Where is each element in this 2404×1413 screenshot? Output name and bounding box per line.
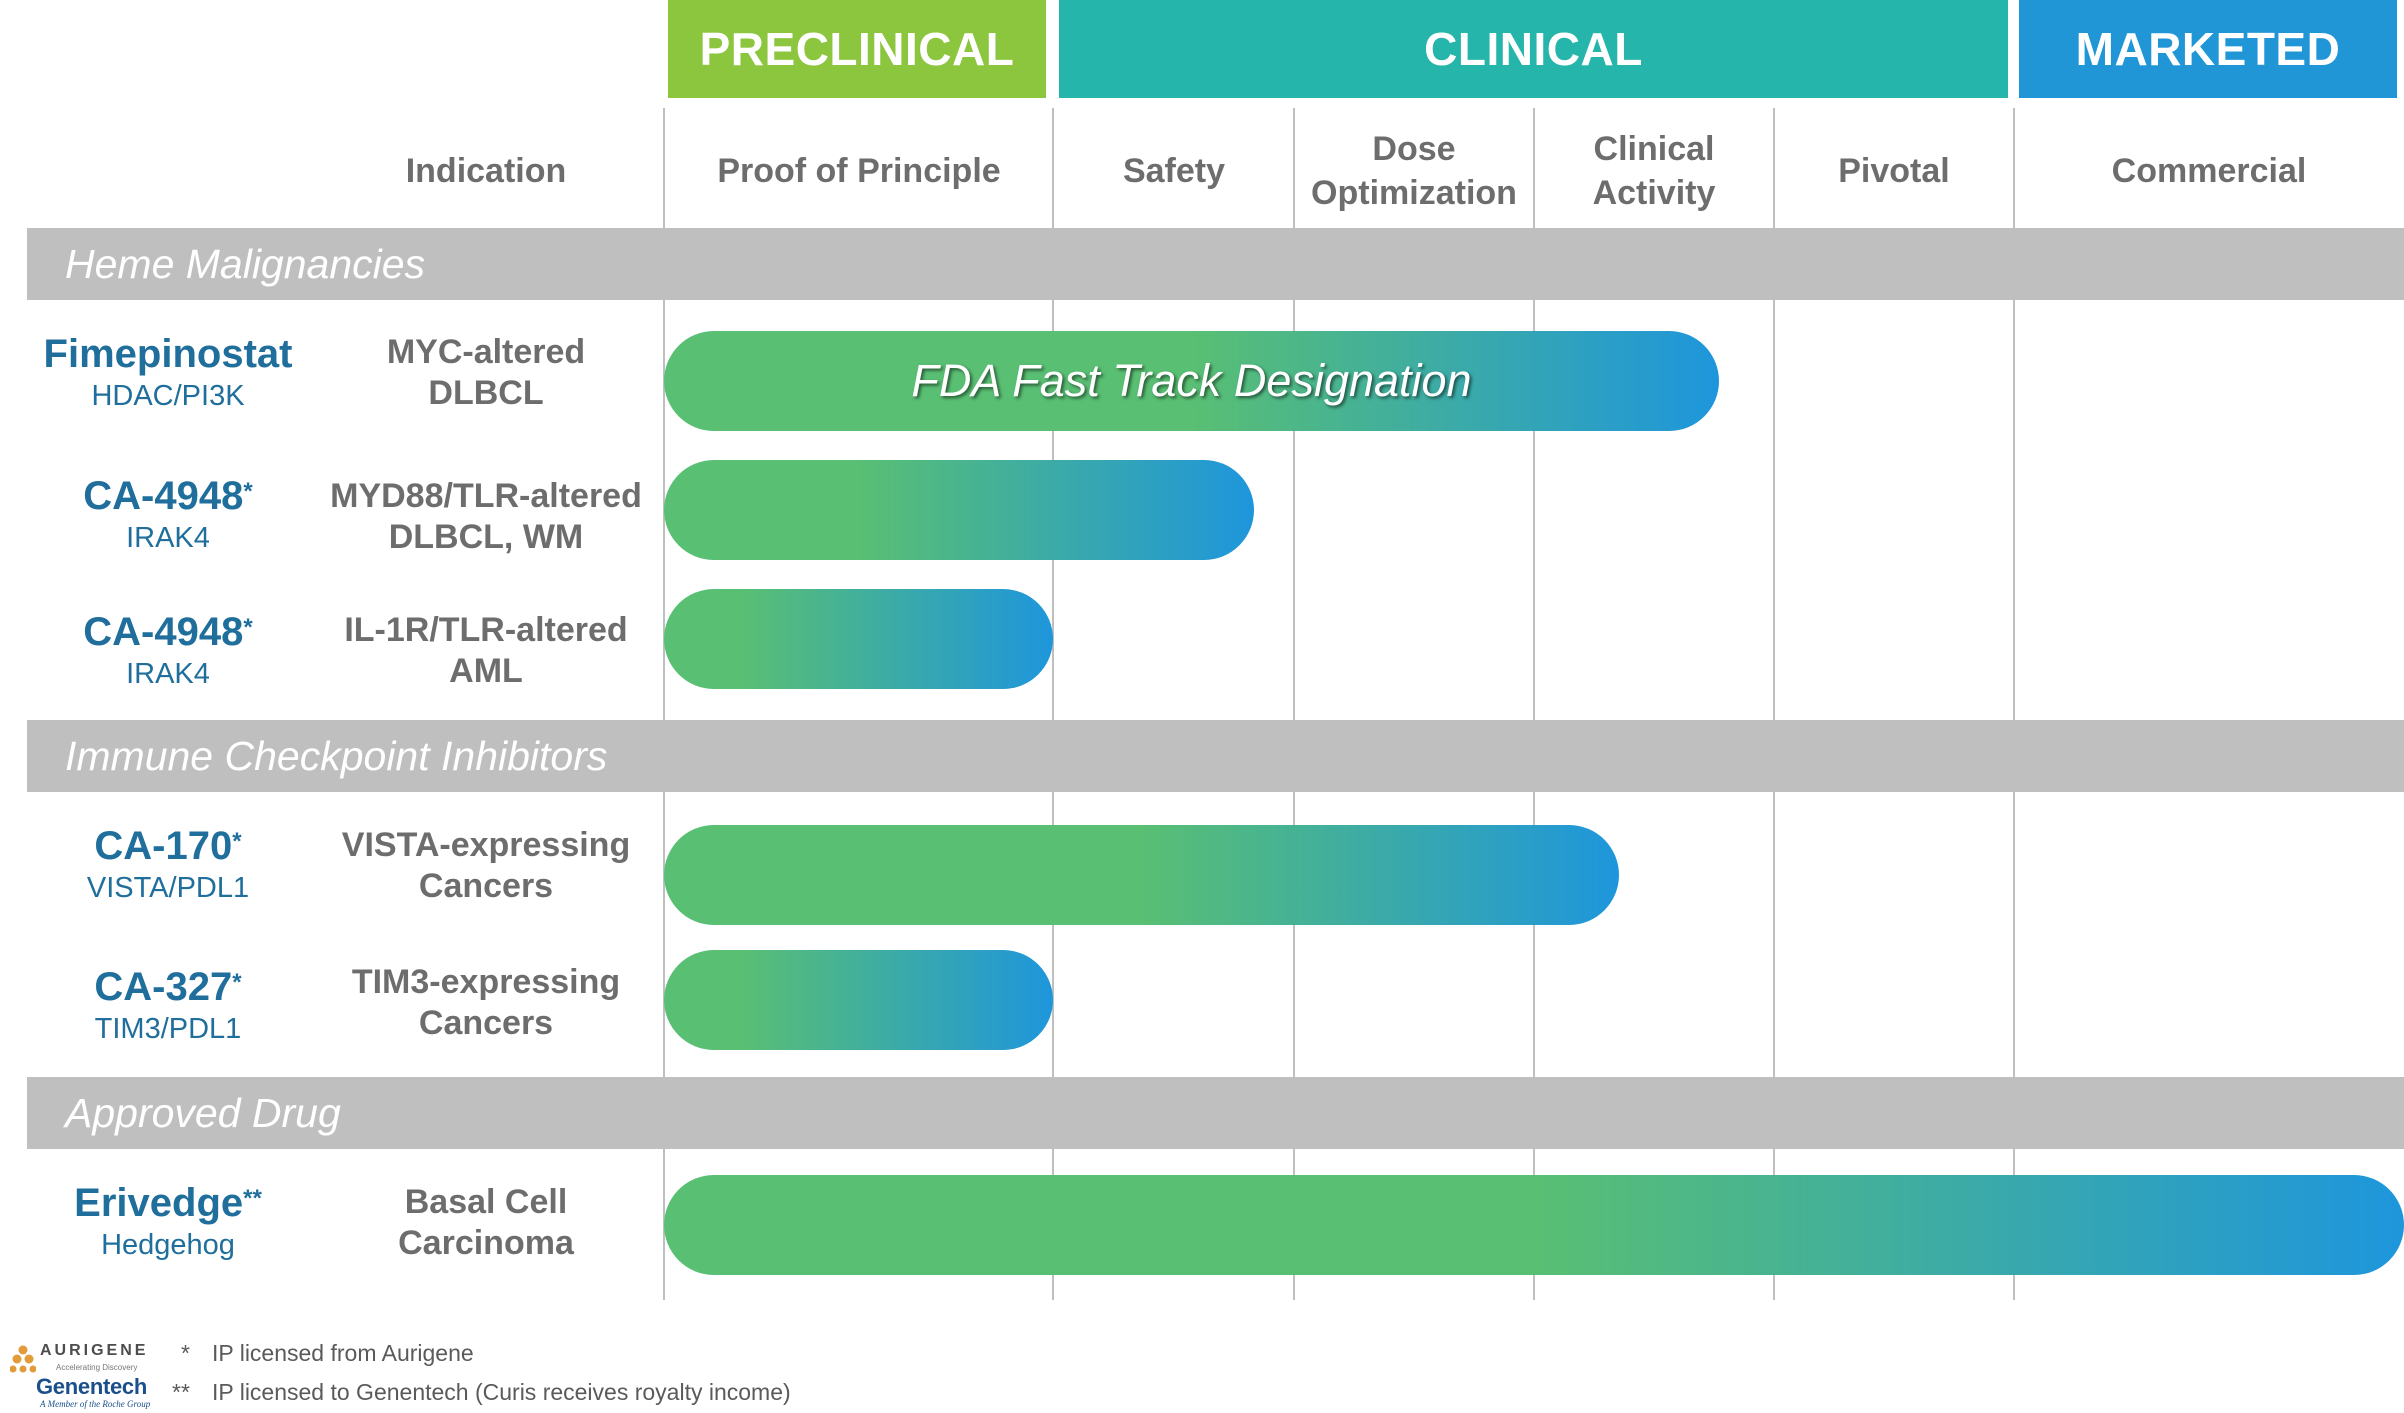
drug-name: Erivedge** <box>74 1181 262 1225</box>
drug-name: CA-4948* <box>83 474 253 518</box>
grid-line <box>1533 108 1535 1300</box>
column-pivotal: Pivotal <box>1838 152 1950 190</box>
phase-preclinical-label: PRECLINICAL <box>699 23 1015 75</box>
column-clinical-activity: Clinical Activity <box>1592 130 1716 212</box>
drug-cell: Erivedge** Hedgehog <box>0 1179 336 1263</box>
genentech-wordmark: Genentech <box>36 1374 147 1399</box>
category-bar-heme <box>27 228 2404 300</box>
grid-line <box>1773 108 1775 1300</box>
grid-line <box>1052 108 1054 1300</box>
footnote-mark-double: ** <box>172 1379 190 1405</box>
phase-marketed-header: MARKETED <box>2019 0 2397 98</box>
category-label-approved: Approved Drug <box>65 1089 341 1136</box>
column-commercial: Commercial <box>2111 152 2307 190</box>
progress-bar <box>664 589 1053 689</box>
footnote-mark-single: * <box>181 1340 190 1366</box>
fast-track-label: FDA Fast Track Designation <box>911 355 1472 406</box>
footnote-text-single: IP licensed from Aurigene <box>212 1340 474 1366</box>
aurigene-wordmark: AURIGENE <box>40 1342 149 1359</box>
aurigene-logo: AURIGENE Accelerating Discovery <box>10 1342 160 1376</box>
drug-target: VISTA/PDL1 <box>86 872 250 904</box>
drug-name: Fimepinostat <box>43 332 293 376</box>
grid-line <box>1293 108 1295 1300</box>
column-safety: Safety <box>1122 152 1226 190</box>
grid-line <box>663 108 665 1300</box>
column-indication: Indication <box>405 152 567 190</box>
phase-preclinical-header: PRECLINICAL <box>668 0 1046 98</box>
phase-clinical-header: CLINICAL <box>1059 0 2008 98</box>
drug-target: IRAK4 <box>126 522 210 554</box>
drug-cell: CA-170* VISTA/PDL1 <box>0 822 336 906</box>
drug-name: CA-4948* <box>83 610 253 654</box>
category-bar-approved <box>27 1077 2404 1149</box>
progress-bar <box>664 950 1053 1050</box>
drug-name: CA-327* <box>94 965 242 1009</box>
phase-marketed-label: MARKETED <box>2075 23 2341 75</box>
phase-clinical-label: CLINICAL <box>1424 23 1643 75</box>
drug-cell: CA-327* TIM3/PDL1 <box>0 963 336 1047</box>
genentech-tagline: A Member of the Roche Group <box>40 1399 151 1409</box>
drug-cell: CA-4948* IRAK4 <box>0 608 336 692</box>
drug-name: CA-170* <box>94 824 242 868</box>
drug-target: Hedgehog <box>101 1229 235 1261</box>
progress-bar: FDA Fast Track Designation <box>664 331 1719 431</box>
grid-line <box>2013 108 2015 1300</box>
progress-bar <box>664 460 1254 560</box>
genentech-logo: Genentech A Member of the Roche Group <box>10 1374 170 1410</box>
category-label-heme: Heme Malignancies <box>65 240 426 287</box>
progress-bar <box>664 825 1619 925</box>
category-bar-checkpoint <box>27 720 2404 792</box>
drug-target: TIM3/PDL1 <box>94 1013 242 1045</box>
drug-target: HDAC/PI3K <box>91 380 245 412</box>
footnote-text-double: IP licensed to Genentech (Curis receives… <box>212 1379 791 1405</box>
aurigene-mark-icon <box>10 1345 36 1373</box>
drug-cell: Fimepinostat HDAC/PI3K <box>0 330 336 414</box>
drug-cell: CA-4948* IRAK4 <box>0 472 336 556</box>
drug-target: IRAK4 <box>126 658 210 690</box>
column-dose-optimization: Dose Optimization <box>1311 130 1517 212</box>
progress-bar <box>664 1175 2404 1275</box>
column-proof-of-principle: Proof of Principle <box>717 152 1001 190</box>
category-label-checkpoint: Immune Checkpoint Inhibitors <box>65 732 608 779</box>
aurigene-tagline: Accelerating Discovery <box>56 1363 138 1372</box>
